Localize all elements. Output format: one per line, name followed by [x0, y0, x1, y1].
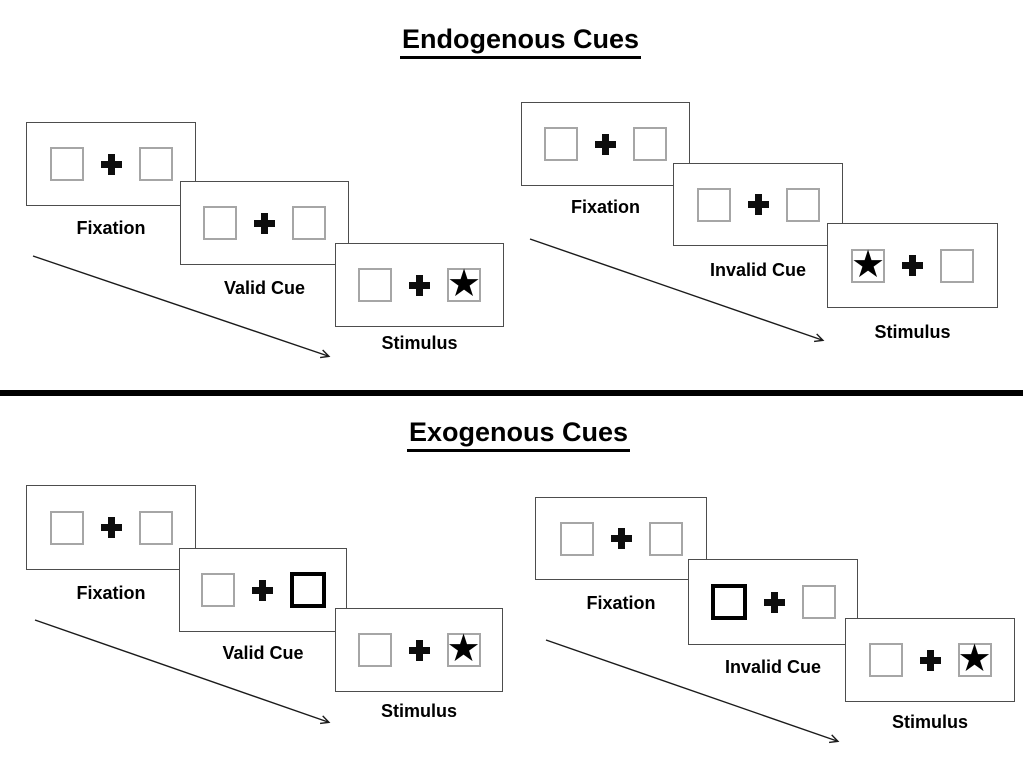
left-placeholder-square: ★	[850, 243, 886, 286]
progression-arrow	[529, 238, 825, 343]
right-placeholder-square	[801, 585, 836, 619]
panel-label: Stimulus	[874, 322, 951, 342]
fixation-cross-icon	[409, 274, 430, 296]
endogenous-cues-title: Endogenous Cues	[9, 24, 1023, 59]
panel-label: Invalid Cue	[709, 260, 807, 280]
left-placeholder-square	[203, 206, 237, 240]
fixation-cross-icon	[251, 579, 273, 601]
fixation-cross-icon	[902, 255, 923, 276]
right-placeholder-square: ★	[446, 628, 481, 670]
right-placeholder-square	[633, 127, 667, 161]
star-icon: ★	[446, 263, 482, 305]
invalid-cue-panel	[688, 559, 858, 645]
fixation-panel	[26, 122, 196, 206]
progression-arrow	[545, 639, 840, 744]
exogenous-cues-title: Exogenous Cues	[7, 417, 1023, 452]
right-placeholder-square: ★	[957, 638, 992, 680]
fixation-cross-icon	[747, 194, 769, 215]
left-placeholder-square	[544, 127, 578, 161]
fixation-panel	[535, 497, 707, 580]
right-placeholder-square	[138, 510, 173, 545]
star-icon: ★	[850, 243, 886, 286]
left-placeholder-square	[200, 573, 235, 607]
right-placeholder-square	[785, 187, 820, 222]
invalid-cue-panel	[673, 163, 843, 246]
left-placeholder-square	[559, 521, 594, 556]
fixation-cross-icon	[254, 212, 275, 234]
left-placeholder-square	[358, 268, 392, 302]
fixation-panel	[521, 102, 690, 186]
star-icon: ★	[957, 638, 992, 680]
fixation-cross-icon	[595, 133, 616, 155]
fixation-cross-icon	[919, 649, 941, 671]
left-placeholder-square	[710, 584, 747, 620]
left-placeholder-square	[696, 187, 731, 222]
left-placeholder-square	[49, 147, 84, 181]
panel-label: Stimulus	[891, 712, 968, 732]
right-placeholder-square	[940, 248, 974, 283]
fixation-cross-icon	[100, 153, 122, 175]
panel-label: Fixation	[76, 583, 146, 603]
stimulus-panel: ★	[827, 223, 998, 308]
valid-cue-panel	[180, 181, 349, 265]
left-placeholder-square	[868, 643, 903, 677]
progression-arrow	[32, 255, 331, 359]
panel-label: Valid Cue	[222, 643, 304, 663]
right-placeholder-square	[138, 147, 173, 181]
panel-label: Invalid Cue	[724, 657, 822, 677]
progression-arrow	[34, 619, 331, 725]
panel-label: Stimulus	[380, 701, 457, 721]
stimulus-panel: ★	[335, 243, 504, 327]
panel-label: Stimulus	[381, 333, 458, 353]
panel-label: Valid Cue	[223, 278, 306, 298]
right-placeholder-square: ★	[446, 263, 482, 305]
panel-label: Fixation	[570, 197, 640, 217]
panel-label: Fixation	[586, 593, 656, 613]
section-divider	[0, 390, 1023, 396]
right-placeholder-square	[289, 572, 326, 608]
fixation-cross-icon	[610, 528, 632, 549]
right-placeholder-square	[292, 206, 326, 240]
fixation-cross-icon	[100, 517, 122, 538]
stimulus-panel: ★	[335, 608, 503, 692]
fixation-panel	[26, 485, 196, 570]
fixation-cross-icon	[408, 639, 430, 661]
left-placeholder-square	[357, 633, 392, 667]
star-icon: ★	[446, 628, 481, 670]
panel-label: Fixation	[76, 218, 146, 238]
right-placeholder-square	[648, 521, 683, 556]
left-placeholder-square	[49, 510, 84, 545]
stimulus-panel: ★	[845, 618, 1015, 702]
fixation-cross-icon	[763, 591, 785, 613]
valid-cue-panel	[179, 548, 347, 632]
